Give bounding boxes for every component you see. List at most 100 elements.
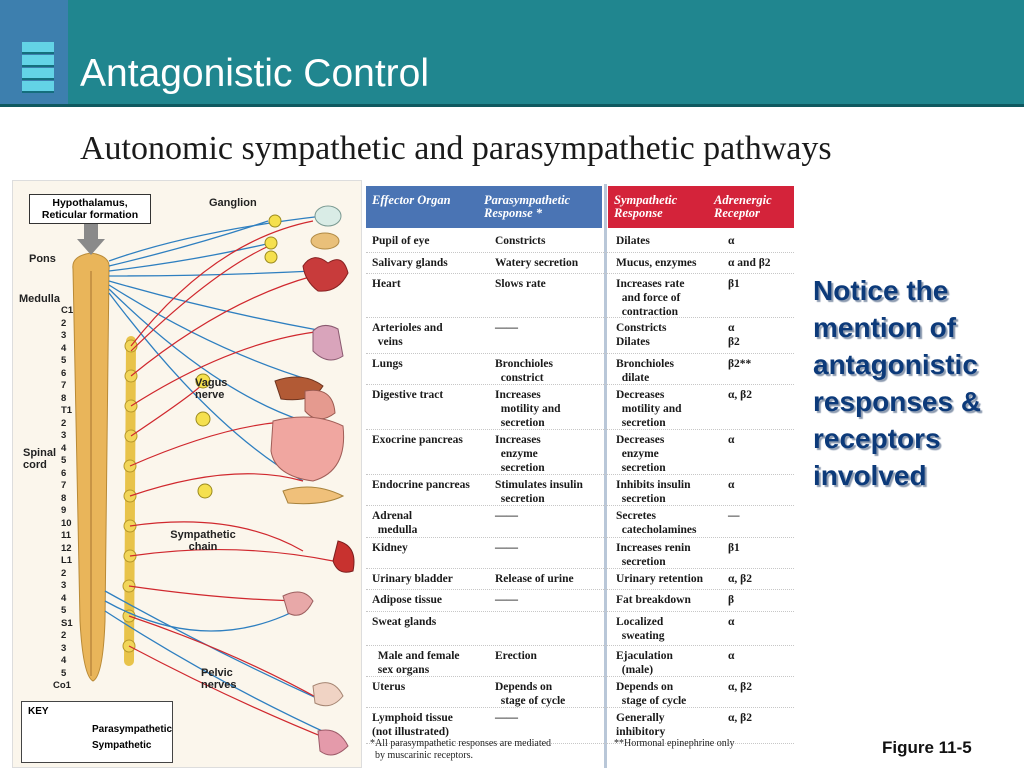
spinal-segment-label: 7 — [61, 480, 66, 491]
spinal-segment-label: 8 — [61, 393, 66, 404]
cell-symp-response: Decreases enzyme secretion — [616, 433, 666, 475]
slide-logo-icon — [22, 42, 54, 92]
header-para: Parasympathetic Response * — [484, 194, 602, 220]
diagram-key: KEY Parasympathetic Sympathetic — [21, 701, 173, 763]
autonomic-pathways-diagram: Hypothalamus, Reticular formation Gangli… — [12, 180, 362, 768]
spinal-segment-label: 5 — [61, 355, 66, 366]
cell-para-response: Watery secretion — [495, 256, 578, 270]
cell-organ: Exocrine pancreas — [372, 433, 463, 447]
spinal-segment-label: 4 — [61, 655, 66, 666]
cell-receptor: α, β2 — [728, 711, 752, 725]
spinal-segment-label: L1 — [61, 555, 72, 566]
cell-organ: Endocrine pancreas — [372, 478, 470, 492]
key-parasympathetic-label: Parasympathetic — [92, 724, 172, 735]
cell-organ: Adipose tissue — [372, 593, 442, 607]
cell-para-response: —— — [495, 541, 518, 555]
slide-title: Antagonistic Control — [80, 52, 429, 96]
key-title: KEY — [28, 706, 49, 717]
header-effector: Effector Organ — [372, 194, 482, 207]
vagus-nerve-label: Vagus nerve — [195, 377, 245, 401]
spinal-segment-label: Co1 — [53, 680, 71, 691]
cell-symp-response: Increases renin secretion — [616, 541, 691, 569]
cell-receptor: α, β2 — [728, 680, 752, 694]
spinal-segment-label: 10 — [61, 518, 72, 529]
cell-symp-response: Dilates — [616, 234, 650, 248]
cell-organ: Kidney — [372, 541, 408, 555]
cell-symp-response: Mucus, enzymes — [616, 256, 697, 270]
cell-para-response: Constricts — [495, 234, 545, 248]
cell-symp-response: Inhibits insulin secretion — [616, 478, 690, 506]
spinal-segment-label: 3 — [61, 643, 66, 654]
lungs-organ — [313, 325, 343, 360]
table-row: Adrenal medulla——Secretes catecholamines… — [366, 505, 794, 538]
header-symp: Sympathetic Response — [614, 194, 704, 220]
pelvic-nerves-label: Pelvic nerves — [201, 667, 251, 691]
peripheral-ganglia — [196, 215, 281, 498]
cell-organ: Arterioles and veins — [372, 321, 443, 349]
cell-receptor: α — [728, 234, 734, 248]
cell-symp-response: Secretes catecholamines — [616, 509, 696, 537]
cell-organ: Salivary glands — [372, 256, 448, 270]
table-row: Urinary bladderRelease of urineUrinary r… — [366, 568, 794, 590]
spinal-segment-label: 12 — [61, 543, 72, 554]
effector-response-table: Effector Organ Parasympathetic Response … — [362, 184, 794, 768]
spinal-segment-label: 9 — [61, 505, 66, 516]
cell-receptor: α β2 — [728, 321, 740, 349]
table-row: Arterioles and veins——Constricts Dilates… — [366, 317, 794, 354]
table-row: UterusDepends on stage of cycleDepends o… — [366, 676, 794, 708]
figure-reference: Figure 11-5 — [882, 738, 972, 758]
spinal-segment-label: 11 — [61, 530, 71, 541]
cell-para-response: Increases enzyme secretion — [495, 433, 545, 475]
eye-organ — [315, 206, 341, 226]
spinal-segment-label: T1 — [61, 405, 72, 416]
cell-para-response: —— — [495, 509, 518, 523]
cell-symp-response: Bronchioles dilate — [616, 357, 674, 385]
cell-symp-response: Ejaculation (male) — [616, 649, 673, 677]
heart-organ — [303, 258, 348, 292]
slide-subtitle: Autonomic sympathetic and parasympatheti… — [80, 130, 832, 168]
hypothalamus-label: Hypothalamus, Reticular formation — [29, 194, 151, 224]
pancreas-organ — [283, 487, 343, 504]
table-footnote-symp: **Hormonal epinephrine only — [614, 738, 735, 750]
spinal-segment-label: S1 — [61, 618, 73, 629]
spinal-cord-label: Spinal cord — [23, 447, 63, 471]
spinal-segment-label: 4 — [61, 443, 66, 454]
spinal-segment-label: 2 — [61, 630, 66, 641]
cell-organ: Sweat glands — [372, 615, 436, 629]
cell-organ: Pupil of eye — [372, 234, 430, 248]
sympathetic-chain-label: Sympathetic chain — [163, 529, 243, 553]
table-row: Digestive tract Increases motility and se… — [366, 384, 794, 430]
spinal-segment-label: 3 — [61, 330, 66, 341]
cell-receptor: α, β2 — [728, 388, 752, 402]
cell-symp-response: Fat breakdown — [616, 593, 691, 607]
intestine-organ — [271, 417, 344, 481]
spinal-segment-label: 6 — [61, 368, 66, 379]
cell-para-response: —— — [495, 321, 518, 335]
table-header-parasympathetic: Effector Organ Parasympathetic Response … — [366, 186, 602, 228]
spinal-segment-label: 8 — [61, 493, 66, 504]
cell-organ: Urinary bladder — [372, 572, 453, 586]
table-header-sympathetic: Sympathetic Response Adrenergic Receptor — [608, 186, 794, 228]
cell-organ: Heart — [372, 277, 401, 291]
cell-receptor: α — [728, 615, 734, 629]
cell-receptor: α — [728, 478, 734, 492]
arrow-head — [77, 239, 105, 255]
cell-para-response: Release of urine — [495, 572, 574, 586]
cell-para-response: Increases motility and secretion — [495, 388, 561, 430]
ganglion-label: Ganglion — [209, 197, 257, 209]
spinal-segment-label: 3 — [61, 430, 66, 441]
spinal-segment-label: 2 — [61, 418, 66, 429]
cell-organ: Digestive tract — [372, 388, 443, 402]
sex-organ — [318, 730, 348, 755]
cell-receptor: β1 — [728, 541, 740, 555]
cell-para-response: Depends on stage of cycle — [495, 680, 565, 708]
spinal-segment-label: 2 — [61, 318, 66, 329]
spinal-segment-label: 2 — [61, 568, 66, 579]
spinal-segment-label: 5 — [61, 455, 66, 466]
cell-para-response: —— — [495, 593, 518, 607]
table-row: Pupil of eye Constricts Dilates α — [366, 230, 794, 253]
cell-receptor: β2** — [728, 357, 751, 371]
cell-organ: Male and female sex organs — [372, 649, 460, 677]
